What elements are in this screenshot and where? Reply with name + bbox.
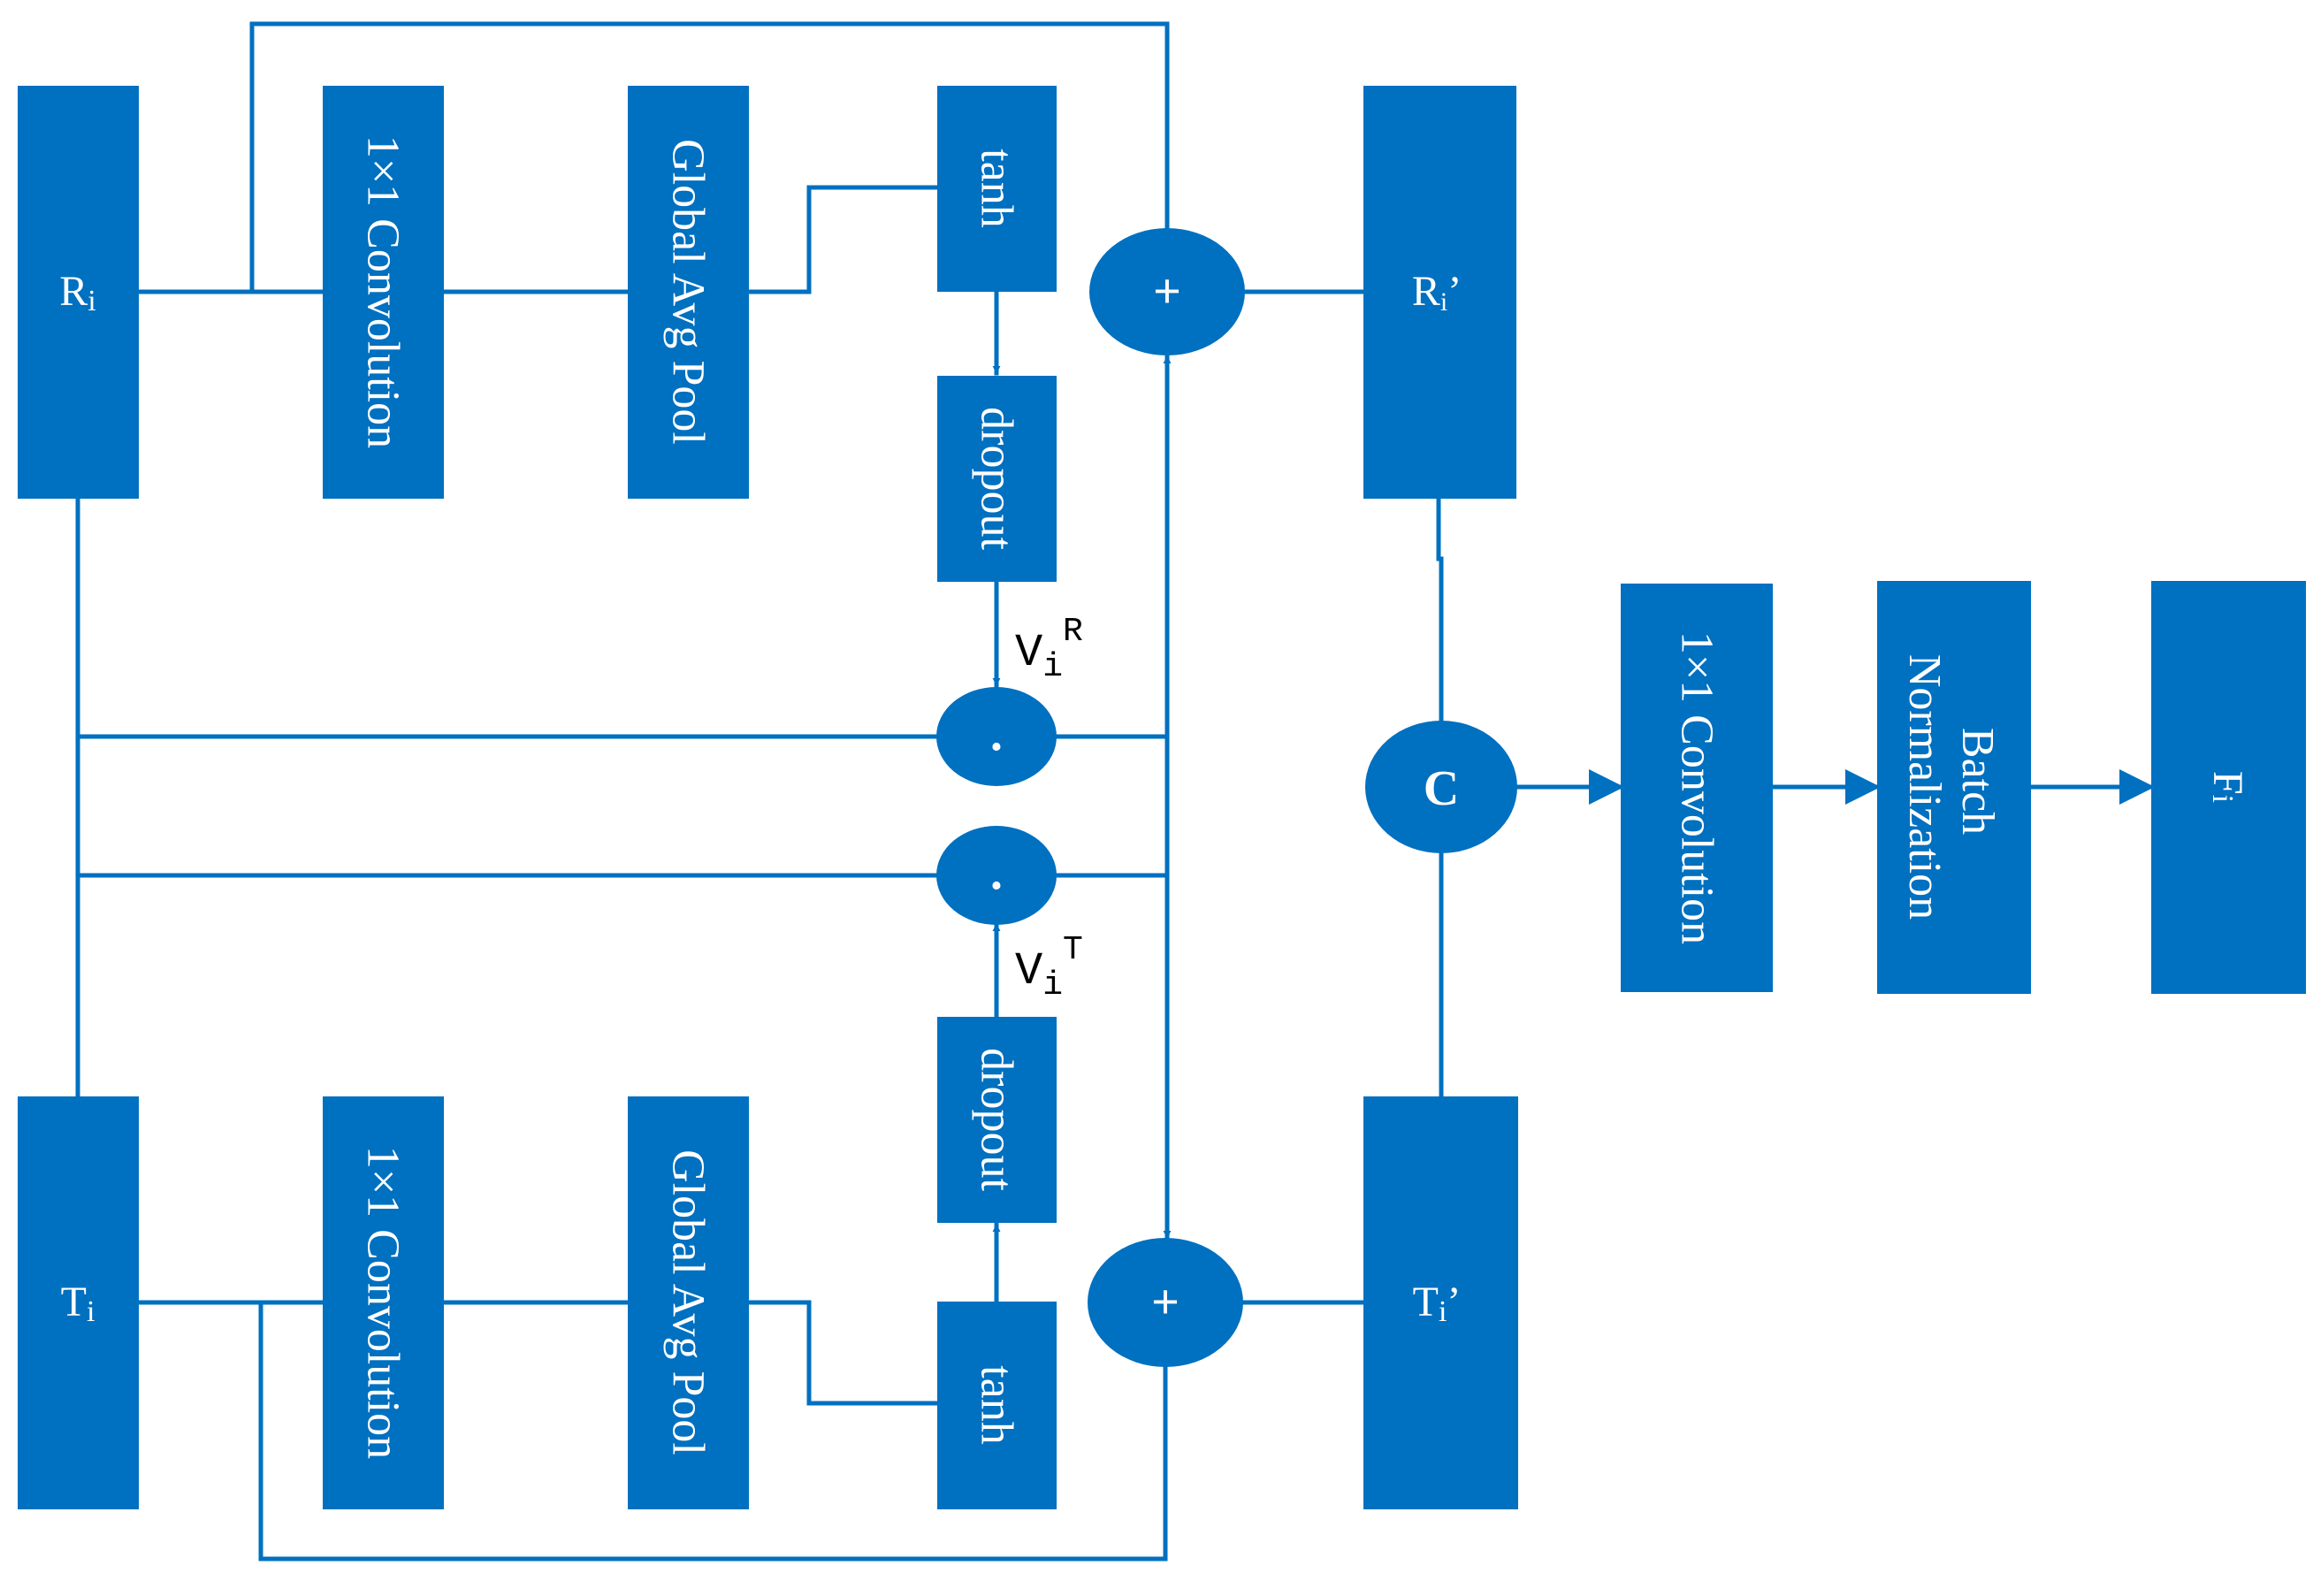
wire-pool-to-tanh-top: [744, 185, 940, 294]
svg-text:Ti: Ti: [61, 1279, 95, 1328]
svg-text:dropout: dropout: [972, 407, 1022, 550]
node-mul-bottom: ·: [936, 826, 1057, 925]
svg-text:tanh: tanh: [972, 149, 1022, 228]
svg-text:dropout: dropout: [972, 1048, 1022, 1191]
block-conv-top: 1×1 Convolution: [323, 86, 444, 499]
svg-text:1×1 Convolution: 1×1 Convolution: [358, 135, 408, 448]
block-pool-top: Global Avg Pool: [628, 86, 749, 499]
label-vi-r: ViR: [1015, 613, 1083, 686]
svg-text:·: ·: [989, 720, 1005, 775]
arrows: [992, 289, 2155, 1302]
block-dropout-bottom: dropout: [937, 1017, 1057, 1223]
svg-text:Batch Normalization: Batch Normalization: [1899, 654, 2003, 920]
label-vi-t: ViT: [1015, 931, 1083, 1004]
svg-text:tanh: tanh: [972, 1365, 1022, 1445]
svg-text:Ri’: Ri’: [1412, 268, 1462, 317]
svg-text:Fi: Fi: [2205, 771, 2252, 803]
block-tanh-top: tanh: [937, 86, 1057, 292]
svg-text:+: +: [1153, 264, 1181, 319]
connectors: [75, 21, 1444, 1562]
svg-text:Global Avg Pool: Global Avg Pool: [663, 1149, 714, 1455]
block-dropout-top: dropout: [937, 376, 1057, 582]
node-concat: C: [1365, 721, 1517, 853]
wire-bottom-skip: [258, 1300, 1168, 1562]
block-conv-fuse: 1×1 Convolution: [1621, 584, 1773, 992]
node-mul-top: ·: [936, 687, 1057, 786]
svg-text:Global Avg Pool: Global Avg Pool: [663, 139, 714, 445]
block-ti-prime: Ti’: [1363, 1096, 1518, 1509]
block-ti-input: Ti: [18, 1096, 139, 1509]
block-fi-output: Fi: [2151, 581, 2306, 994]
block-conv-bottom: 1×1 Convolution: [323, 1096, 444, 1509]
node-add-bottom: +: [1088, 1238, 1243, 1367]
svg-text:Ri: Ri: [59, 268, 95, 317]
block-tanh-bottom: tanh: [937, 1302, 1057, 1509]
node-add-top: +: [1089, 228, 1245, 355]
svg-text:1×1 Convolution: 1×1 Convolution: [358, 1146, 408, 1459]
wire-pool-to-tanh-bottom: [744, 1300, 940, 1406]
svg-text:1×1 Convolution: 1×1 Convolution: [1672, 631, 1722, 944]
svg-text:+: +: [1151, 1275, 1180, 1330]
svg-text:Ti’: Ti’: [1413, 1279, 1462, 1328]
block-pool-bottom: Global Avg Pool: [628, 1096, 749, 1509]
block-ri-input: Ri: [18, 86, 139, 499]
wire-riprime-to-concat: [1436, 495, 1444, 723]
wire-top-skip: [249, 21, 1170, 294]
block-ri-prime: Ri’: [1363, 86, 1516, 499]
svg-text:·: ·: [989, 859, 1005, 913]
block-batch-norm: Batch Normalization: [1877, 581, 2031, 994]
svg-text:C: C: [1424, 761, 1459, 816]
